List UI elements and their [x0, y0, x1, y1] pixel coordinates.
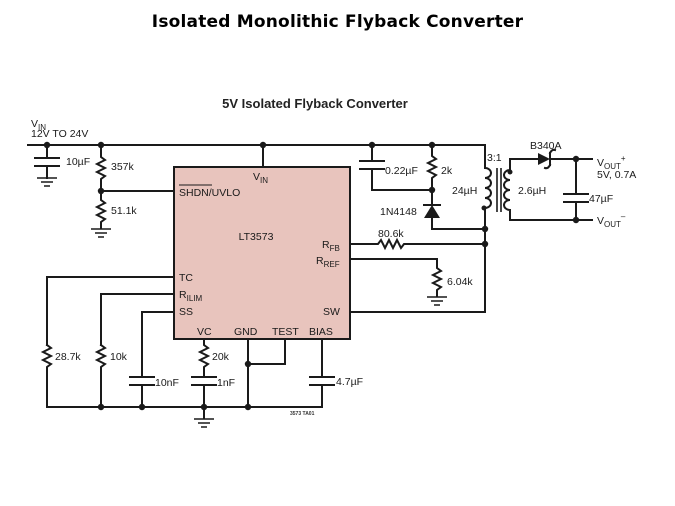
r-ilim-value: 10k [110, 351, 128, 363]
junction [572, 216, 580, 224]
pin-sw: SW [323, 306, 340, 318]
cap-cin [34, 144, 60, 187]
schematic-title: 5V Isolated Flyback Converter [222, 96, 408, 111]
vin-sub: IN [38, 123, 46, 132]
pin-rilim: RILIM [179, 289, 202, 303]
figure-id: 3573 TA01 [290, 411, 315, 417]
r-tc-value: 28.7k [55, 351, 81, 363]
secondary-dot [507, 169, 513, 175]
c-ss-value: 10nF [155, 377, 179, 389]
junction [481, 225, 489, 233]
r-ref-value: 6.04k [447, 276, 473, 288]
ground-symbol [194, 406, 214, 428]
pin-rilim-main: R [179, 289, 187, 301]
c-out-value: 47µF [589, 193, 613, 205]
resistor-r-top [94, 144, 108, 192]
slide-title: Isolated Monolithic Flyback Converter [151, 12, 524, 32]
resistor-rvc [197, 338, 211, 377]
c-bias-value: 4.7µF [336, 376, 363, 388]
pin-rref-main: R [316, 255, 324, 267]
pin-vin: VIN [253, 171, 268, 185]
junction [244, 360, 252, 368]
vout-neg-sup: – [621, 212, 626, 221]
vout-neg-main: V [597, 215, 604, 227]
pin-test: TEST [272, 326, 299, 338]
transformer-secondary [503, 158, 511, 221]
cap-cvc [191, 376, 217, 408]
pin-ss: SS [179, 306, 193, 318]
pin-rfb-sub: FB [330, 244, 340, 253]
cap-cbias [309, 338, 335, 408]
vin-main: V [31, 118, 38, 130]
tc-wire [46, 276, 175, 346]
ic-lt3573 [173, 166, 351, 340]
vin-range: 12V TO 24V [31, 128, 88, 140]
vout-pos-main: V [597, 157, 604, 169]
pin-rfb: RFB [322, 239, 340, 253]
pin-vc: VC [197, 326, 212, 338]
vout-pos-sup: + [621, 154, 626, 163]
pin-rref-sub: REF [324, 260, 340, 269]
pin-bias: BIAS [309, 326, 333, 338]
resistor-rilim [94, 343, 108, 408]
vin-label: VIN [31, 118, 46, 132]
transformer-ratio: 3:1 [487, 152, 502, 164]
resistor-r-bot [91, 190, 111, 238]
diode-snub-value: 1N4148 [380, 206, 417, 218]
rilim-wire [100, 293, 175, 346]
pin-rref: RREF [316, 255, 340, 269]
pin-vin-main: V [253, 171, 260, 183]
resistor-snubber [425, 144, 439, 191]
cap-cout [563, 158, 589, 221]
diode-1n4148 [423, 189, 486, 230]
vout-rating: 5V, 0.7A [597, 169, 636, 181]
vout-pos-sub: OUT [604, 162, 621, 171]
pin-shdn-uvlo: SHDN/UVLO [179, 187, 240, 199]
test-wire [247, 338, 286, 365]
ic-part-label: LT3573 [239, 231, 274, 243]
cin-value: 10µF [66, 156, 90, 168]
c-snub-value: 0.22µF [385, 165, 418, 177]
primary-value: 24µH [452, 185, 477, 197]
pin-vin-sub: IN [260, 176, 268, 185]
r-snub-value: 2k [441, 165, 453, 177]
vout-neg-sub: OUT [604, 220, 621, 229]
vout-neg-label: VOUT– [597, 212, 626, 229]
transformer-core [496, 168, 502, 212]
pin-rilim-sub: ILIM [187, 294, 203, 303]
resistor-rtc [40, 343, 54, 408]
secondary-value: 2.6µH [518, 185, 546, 197]
cap-css [129, 376, 155, 408]
ss-wire [141, 311, 175, 377]
transformer-primary [483, 166, 492, 210]
c-vc-value: 1nF [217, 377, 235, 389]
r-fb-value: 80.6k [378, 228, 404, 240]
pin-gnd: GND [234, 326, 258, 338]
r-vc-value: 20k [212, 351, 230, 363]
pin-tc: TC [179, 272, 193, 284]
pin-rfb-main: R [322, 239, 330, 251]
r-bot-value: 51.1k [111, 205, 137, 217]
vout-pos-label: VOUT+ [597, 154, 626, 171]
r-top-value: 357k [111, 161, 135, 173]
junction [244, 403, 252, 411]
junction [138, 403, 146, 411]
cap-snubber [359, 144, 433, 191]
junction [97, 403, 105, 411]
diode-out-value: B340A [530, 140, 562, 152]
resistor-rfb [349, 237, 486, 251]
resistor-rref [349, 258, 447, 306]
